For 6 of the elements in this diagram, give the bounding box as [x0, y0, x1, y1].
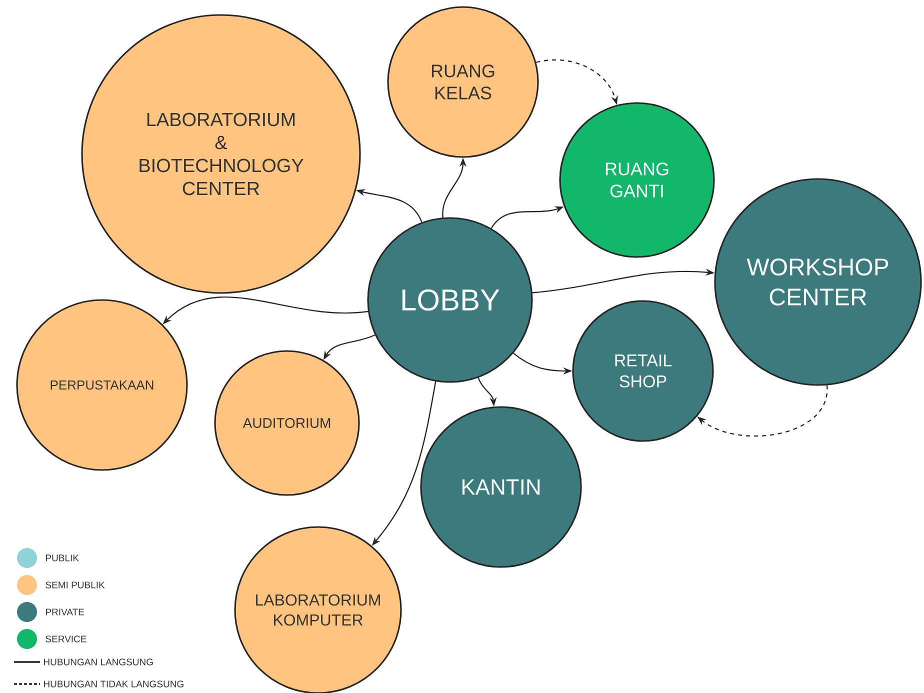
legend-label: HUBUNGAN LANGSUNG	[44, 658, 153, 666]
legend-label: PUBLIK	[46, 554, 79, 562]
legend-label: PRIVATE	[46, 608, 84, 616]
legend-label: HUBUNGAN TIDAK LANGSUNG	[44, 680, 184, 688]
legend-label: SEMI PUBLIK	[46, 582, 105, 588]
legend-label: SERVICE	[46, 636, 86, 642]
